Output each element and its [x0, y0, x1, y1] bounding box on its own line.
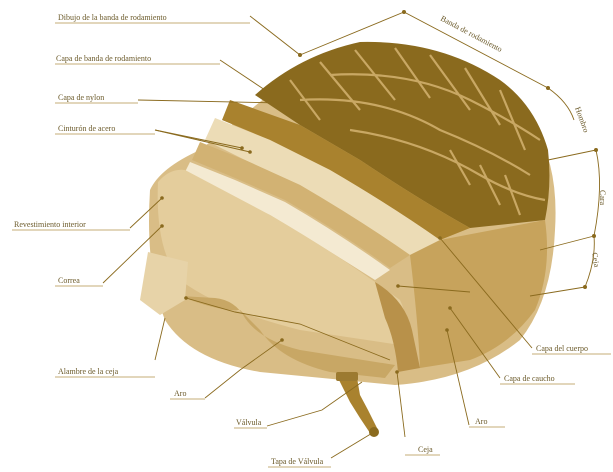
label-valvula: Válvula	[236, 418, 262, 427]
label-tapa-valvula: Tapa de Válvula	[271, 457, 324, 466]
label-cara: Cara	[598, 190, 607, 206]
label-capa-nylon: Capa de nylon	[58, 93, 104, 102]
label-cinturon-acero: Cinturón de acero	[58, 124, 115, 133]
label-alambre-ceja: Alambre de la ceja	[58, 367, 119, 376]
label-capa-cuerpo: Capa del cuerpo	[536, 344, 588, 353]
label-correa: Correa	[58, 276, 80, 285]
label-capa-banda: Capa de banda de rodamiento	[56, 54, 151, 63]
label-revestimiento-interior: Revestimiento interior	[14, 220, 86, 229]
label-capa-caucho: Capa de caucho	[504, 374, 555, 383]
label-dibujo-banda: Dibujo de la banda de rodamiento	[58, 13, 167, 22]
label-aro-left: Aro	[174, 389, 186, 398]
valve-base	[336, 372, 358, 381]
label-hombro: Hombro	[573, 106, 591, 134]
label-aro-right: Aro	[475, 417, 487, 426]
label-ceja: Ceja	[418, 445, 433, 454]
